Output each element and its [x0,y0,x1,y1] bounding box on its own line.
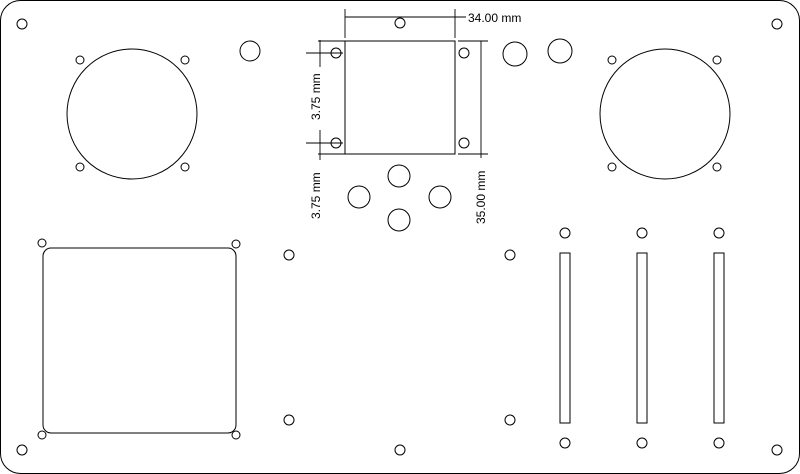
fan-left-screw-hole [75,162,85,172]
fan-right-screw-hole [607,55,617,65]
height-dimension: 35.00 mm [458,40,488,224]
slot-2-bottom-hole [636,437,648,449]
large-square-screw-hole [231,430,241,440]
fan-right-screw-hole [607,162,617,172]
corner-hole-top-left [16,18,28,30]
corner-hole-bottom-right [771,444,783,456]
slider-slot-2 [636,252,648,424]
offset-top-dimension: 3.75 mm [306,40,345,120]
fan-right-screw-hole [712,55,722,65]
cluster-hole-top [387,164,411,188]
height-dimension-label: 35.00 mm [474,171,488,224]
mount-hole [504,249,516,261]
cluster-hole-right [428,185,452,209]
offset-top-dimension-label: 3.75 mm [309,73,323,120]
jack-hole [239,40,261,62]
slot-3-bottom-hole [713,437,725,449]
slot-1-bottom-hole [559,437,571,449]
offset-bottom-dimension: 3.75 mm [306,130,345,219]
cluster-hole-bottom [387,208,411,232]
fan-cutout-right [599,48,731,180]
square-cutout-top [344,40,456,155]
large-square-screw-hole [231,239,241,249]
corner-hole-top-right [771,18,783,30]
bottom-center-hole [394,444,406,456]
top-center-hole [394,17,406,29]
fan-cutout-left [66,48,198,180]
slider-slot-3 [713,252,725,424]
offset-bottom-dimension-label: 3.75 mm [309,172,323,219]
square-cutout-screw-hole [458,137,470,149]
jack-hole [547,38,573,64]
slot-2-top-hole [636,227,648,239]
large-square-screw-hole [37,430,47,440]
width-dimension-label: 34.00 mm [468,11,521,25]
corner-hole-bottom-left [16,444,28,456]
cluster-hole-left [347,185,371,209]
large-square-screw-hole [37,238,47,248]
jack-hole [502,41,528,67]
slider-slot-1 [559,252,571,424]
width-dimension: 34.00 mm [344,9,521,38]
large-square-cutout [42,247,237,434]
mount-hole [283,414,295,426]
fan-right-screw-hole [712,162,722,172]
fan-left-screw-hole [75,55,85,65]
slot-3-top-hole [713,227,725,239]
fan-left-screw-hole [180,162,190,172]
fan-left-screw-hole [180,55,190,65]
mount-hole [504,414,516,426]
mount-hole [283,249,295,261]
square-cutout-screw-hole [458,47,470,59]
slot-1-top-hole [559,227,571,239]
